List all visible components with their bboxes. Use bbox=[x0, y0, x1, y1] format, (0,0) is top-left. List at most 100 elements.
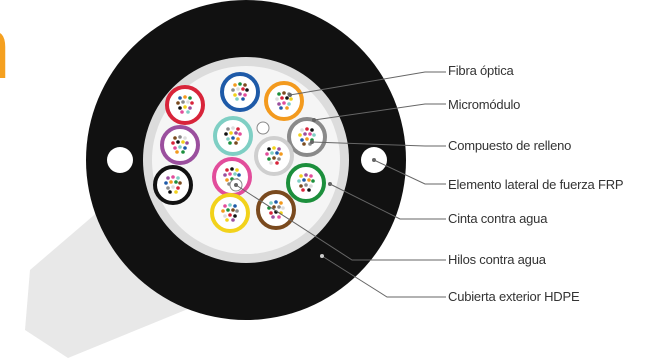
optical-fiber bbox=[235, 168, 239, 172]
optical-fiber bbox=[174, 190, 178, 194]
optical-fiber bbox=[173, 136, 177, 140]
optical-fiber bbox=[272, 146, 276, 150]
optical-fiber bbox=[279, 201, 283, 205]
label-cubierta-hdpe: Cubierta exterior HDPE bbox=[448, 289, 580, 304]
optical-fiber bbox=[233, 204, 237, 208]
optical-fiber bbox=[271, 215, 275, 219]
brand-letter: n bbox=[0, 22, 11, 86]
optical-fiber bbox=[277, 215, 281, 219]
label-fibra-optica: Fibra óptica bbox=[448, 63, 514, 78]
optical-fiber bbox=[308, 132, 312, 136]
optical-fiber bbox=[304, 173, 308, 177]
optical-fiber bbox=[185, 141, 189, 145]
optical-fiber bbox=[164, 181, 168, 185]
leader-line bbox=[289, 71, 446, 96]
leader-dot bbox=[372, 158, 376, 162]
optical-fiber bbox=[183, 136, 187, 140]
label-compuesto-relleno: Compuesto de relleno bbox=[448, 138, 572, 153]
optical-fiber bbox=[241, 87, 245, 91]
optical-fiber bbox=[267, 147, 271, 151]
leader-line bbox=[321, 255, 446, 298]
optical-fiber bbox=[303, 132, 307, 136]
optical-fiber bbox=[175, 150, 179, 154]
optical-fiber bbox=[188, 106, 192, 110]
optical-fiber bbox=[231, 208, 235, 212]
optical-fiber bbox=[241, 97, 245, 101]
optical-fiber bbox=[305, 137, 309, 141]
cable-shadow-cone bbox=[25, 210, 210, 358]
micromodule bbox=[256, 190, 296, 230]
leader-dot bbox=[320, 254, 324, 258]
optical-fiber bbox=[181, 140, 185, 144]
optical-fiber bbox=[183, 95, 187, 99]
micromodule bbox=[286, 163, 326, 203]
optical-fiber bbox=[309, 184, 313, 188]
optical-fiber bbox=[235, 97, 239, 101]
optical-fiber bbox=[300, 128, 304, 132]
leader-line bbox=[329, 183, 446, 220]
optical-fiber bbox=[231, 88, 235, 92]
optical-fiber bbox=[234, 141, 238, 145]
optical-fiber bbox=[225, 168, 229, 172]
optical-fiber bbox=[282, 91, 286, 95]
optical-fiber bbox=[176, 101, 180, 105]
optical-fiber bbox=[176, 140, 180, 144]
optical-fiber bbox=[233, 93, 237, 97]
optical-fiber bbox=[275, 151, 279, 155]
optical-fiber bbox=[277, 157, 281, 161]
optical-fiber bbox=[297, 179, 301, 183]
optical-fiber bbox=[230, 167, 234, 171]
optical-fiber bbox=[233, 172, 237, 176]
optical-fiber bbox=[229, 131, 233, 135]
optical-fiber bbox=[277, 102, 281, 106]
optical-fiber bbox=[183, 146, 187, 150]
optical-fiber bbox=[277, 205, 281, 209]
optical-fiber bbox=[299, 174, 303, 178]
optical-fiber bbox=[231, 136, 235, 140]
leader-dot bbox=[312, 118, 316, 122]
optical-fiber bbox=[289, 97, 293, 101]
optical-fiber bbox=[190, 101, 194, 105]
optical-fiber bbox=[281, 206, 285, 210]
optical-fiber bbox=[176, 186, 180, 190]
optical-fiber bbox=[231, 218, 235, 222]
optical-fiber bbox=[228, 213, 232, 217]
optical-fiber bbox=[274, 200, 278, 204]
optical-fiber bbox=[265, 152, 269, 156]
micromodule bbox=[165, 85, 205, 125]
leader-dot bbox=[234, 183, 238, 187]
optical-fiber bbox=[310, 128, 314, 132]
optical-fiber bbox=[298, 133, 302, 137]
optical-fiber bbox=[166, 176, 170, 180]
optical-fiber bbox=[178, 135, 182, 139]
optical-fiber bbox=[166, 186, 170, 190]
frp-strength-member-left bbox=[107, 147, 133, 173]
label-micromodulo: Micromódulo bbox=[448, 97, 521, 112]
optical-fiber bbox=[309, 174, 313, 178]
optical-fiber bbox=[168, 190, 172, 194]
leader-line bbox=[373, 159, 446, 185]
optical-fiber bbox=[238, 92, 242, 96]
optical-fiber bbox=[275, 97, 279, 101]
optical-fiber bbox=[267, 157, 271, 161]
optical-fiber bbox=[307, 178, 311, 182]
optical-fiber bbox=[225, 218, 229, 222]
optical-fiber bbox=[188, 96, 192, 100]
optical-fiber bbox=[312, 133, 316, 137]
optical-fiber bbox=[305, 127, 309, 131]
optical-fiber bbox=[302, 178, 306, 182]
optical-fiber bbox=[311, 179, 315, 183]
micromodule bbox=[220, 72, 260, 112]
leader-dot bbox=[328, 182, 332, 186]
optical-fiber bbox=[282, 101, 286, 105]
micromodule bbox=[287, 117, 327, 157]
optical-fiber bbox=[280, 96, 284, 100]
optical-fiber bbox=[245, 88, 249, 92]
leader-dot bbox=[310, 140, 314, 144]
optical-fiber bbox=[236, 127, 240, 131]
leader-line bbox=[313, 103, 446, 121]
optical-fiber bbox=[183, 105, 187, 109]
optical-fiber bbox=[285, 106, 289, 110]
optical-fiber bbox=[228, 172, 232, 176]
optical-fiber bbox=[272, 205, 276, 209]
